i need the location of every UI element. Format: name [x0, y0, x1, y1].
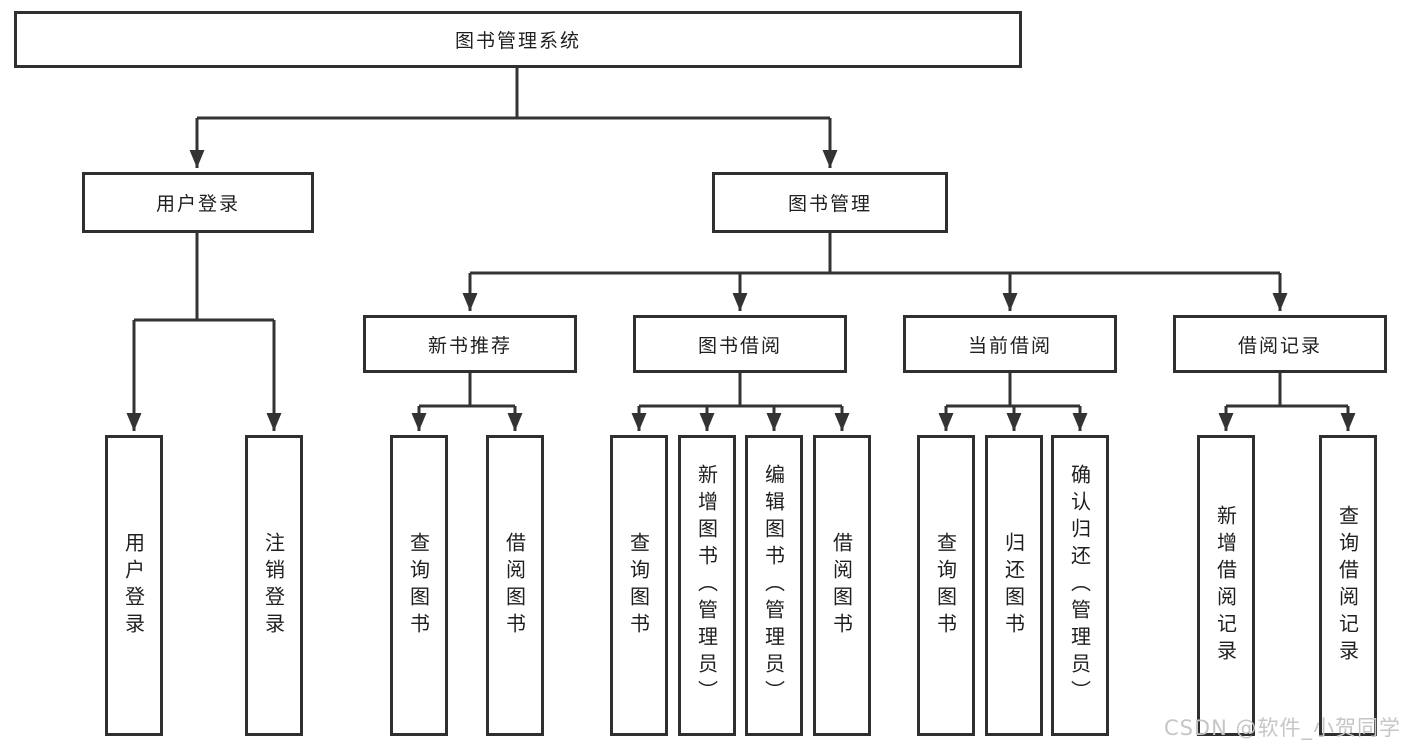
leaf-query-books-borrowing: 查询图书 — [610, 435, 668, 736]
leaf-confirm-return-admin: 确认归还（管理员） — [1051, 435, 1109, 736]
leaf-query-books-current: 查询图书 — [917, 435, 975, 736]
leaf-query-borrow-record: 查询借阅记录 — [1319, 435, 1377, 736]
leaf-logout: 注销登录 — [245, 435, 303, 736]
leaf-edit-book-admin: 编辑图书（管理员） — [745, 435, 803, 736]
leaf-borrow-books-borrowing: 借阅图书 — [813, 435, 871, 736]
leaf-add-book-admin: 新增图书（管理员） — [678, 435, 736, 736]
leaf-add-borrow-record: 新增借阅记录 — [1197, 435, 1255, 736]
node-borrowing-records: 借阅记录 — [1173, 315, 1387, 373]
node-current-borrowing: 当前借阅 — [903, 315, 1117, 373]
node-book-management: 图书管理 — [712, 172, 948, 233]
node-new-book-recommendation: 新书推荐 — [363, 315, 577, 373]
csdn-watermark: CSDN @软件_小贺同学 — [1163, 716, 1401, 740]
leaf-query-books-recommend: 查询图书 — [390, 435, 448, 736]
node-root: 图书管理系统 — [14, 11, 1022, 68]
node-book-borrowing: 图书借阅 — [633, 315, 847, 373]
leaf-user-login: 用户登录 — [105, 435, 163, 736]
leaf-borrow-books-recommend: 借阅图书 — [486, 435, 544, 736]
leaf-return-book: 归还图书 — [985, 435, 1043, 736]
node-user-login: 用户登录 — [82, 172, 314, 233]
